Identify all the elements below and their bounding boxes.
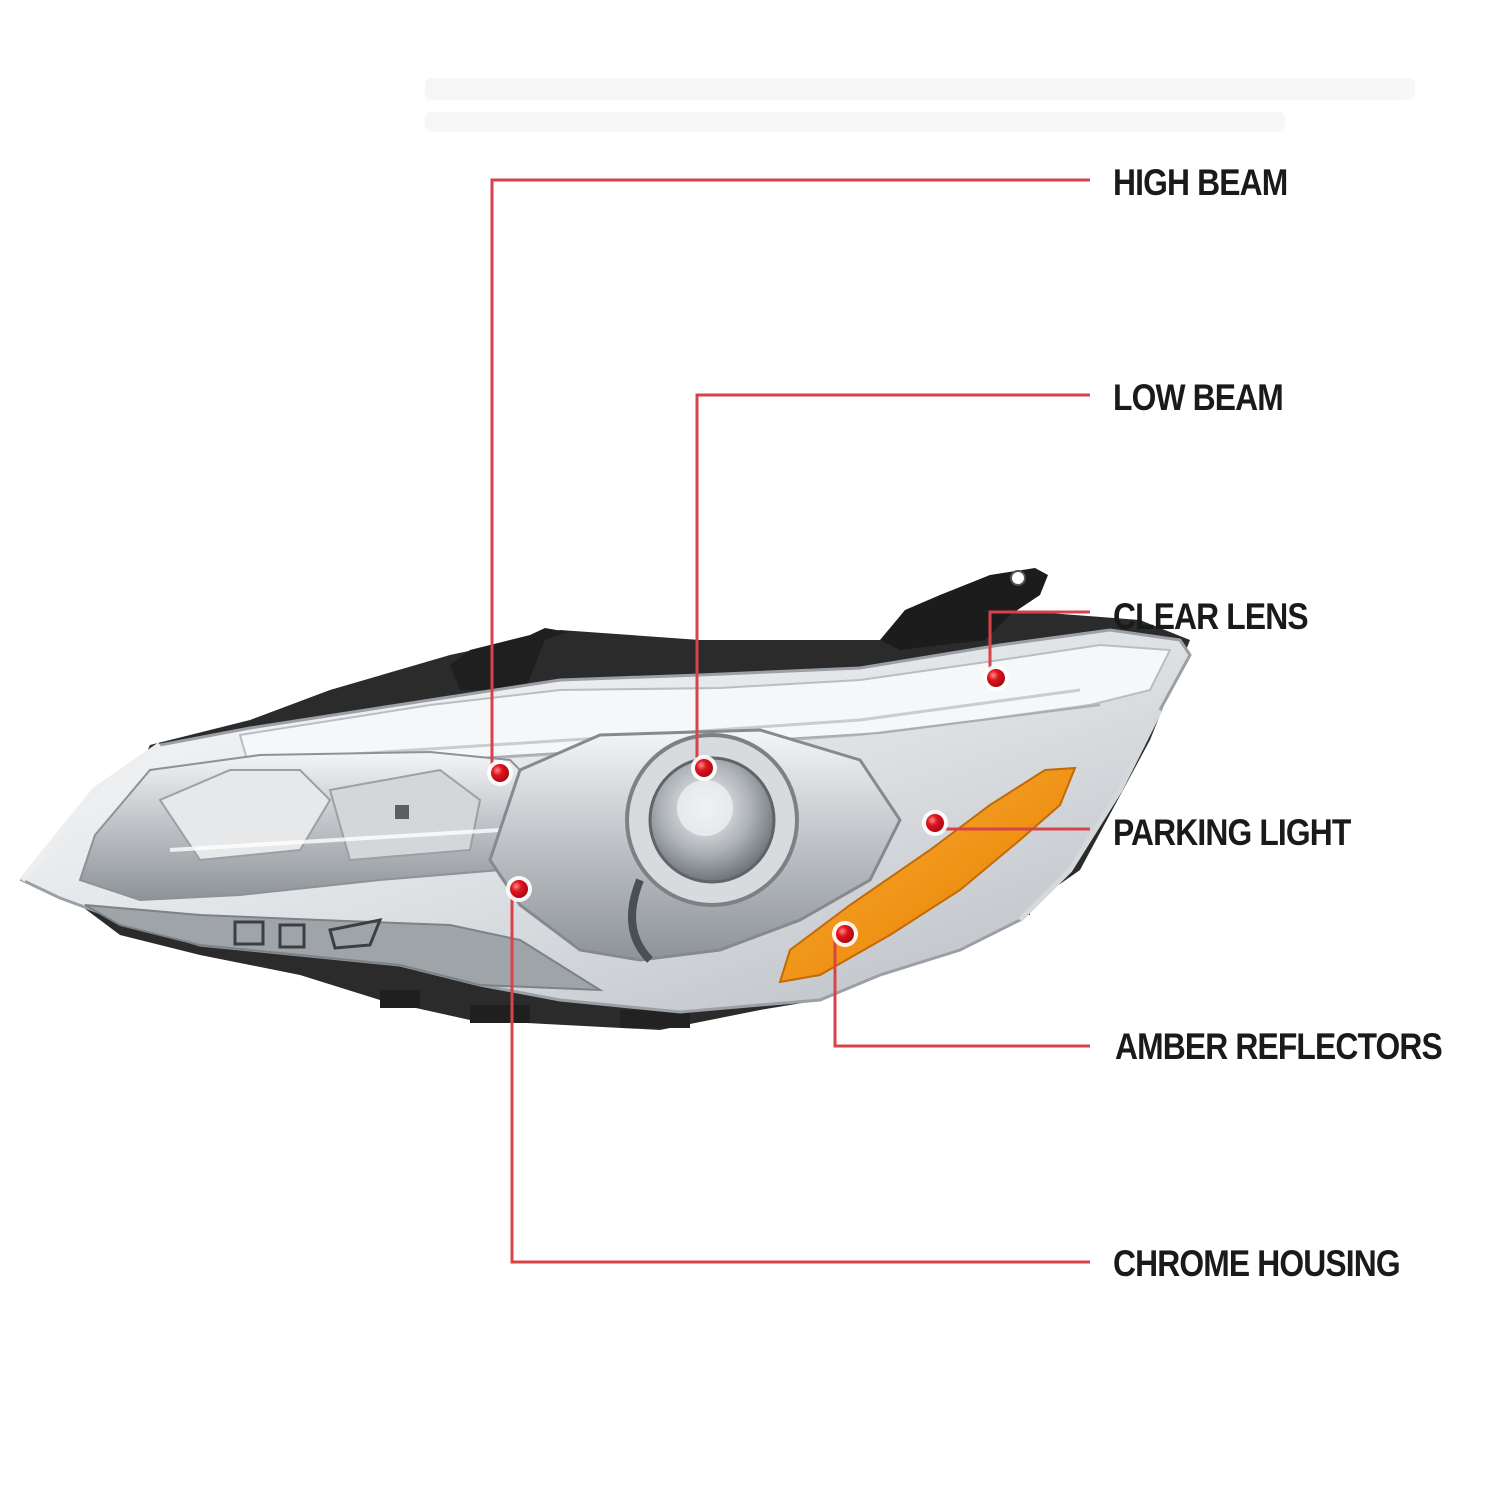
- callout-label-clear-lens: CLEAR LENS: [1113, 596, 1309, 637]
- headlight-body: [19, 568, 1192, 1030]
- marker-dot-amber-reflectors: [836, 925, 854, 943]
- marker-dot-chrome-housing: [510, 880, 528, 898]
- marker-dot-parking-light: [926, 814, 944, 832]
- leader-line-high-beam: [490, 178, 1090, 770]
- callout-label-parking-light: PARKING LIGHT: [1113, 812, 1351, 853]
- callout-label-amber-reflectors: AMBER REFLECTORS: [1115, 1026, 1443, 1067]
- marker-dot-high-beam: [491, 764, 509, 782]
- leader-line-clear-lens: [988, 610, 1090, 675]
- leader-line-chrome-housing: [510, 893, 1090, 1264]
- callout-label-high-beam: HIGH BEAM: [1113, 162, 1288, 203]
- marker-dot-clear-lens: [987, 669, 1005, 687]
- callout-label-low-beam: LOW BEAM: [1113, 377, 1284, 418]
- watermark-text: [425, 78, 1415, 132]
- leader-line-amber-reflectors: [833, 938, 1090, 1048]
- callout-label-chrome-housing: CHROME HOUSING: [1113, 1243, 1401, 1284]
- marker-dot-low-beam: [695, 759, 713, 777]
- leader-line-low-beam: [695, 393, 1090, 768]
